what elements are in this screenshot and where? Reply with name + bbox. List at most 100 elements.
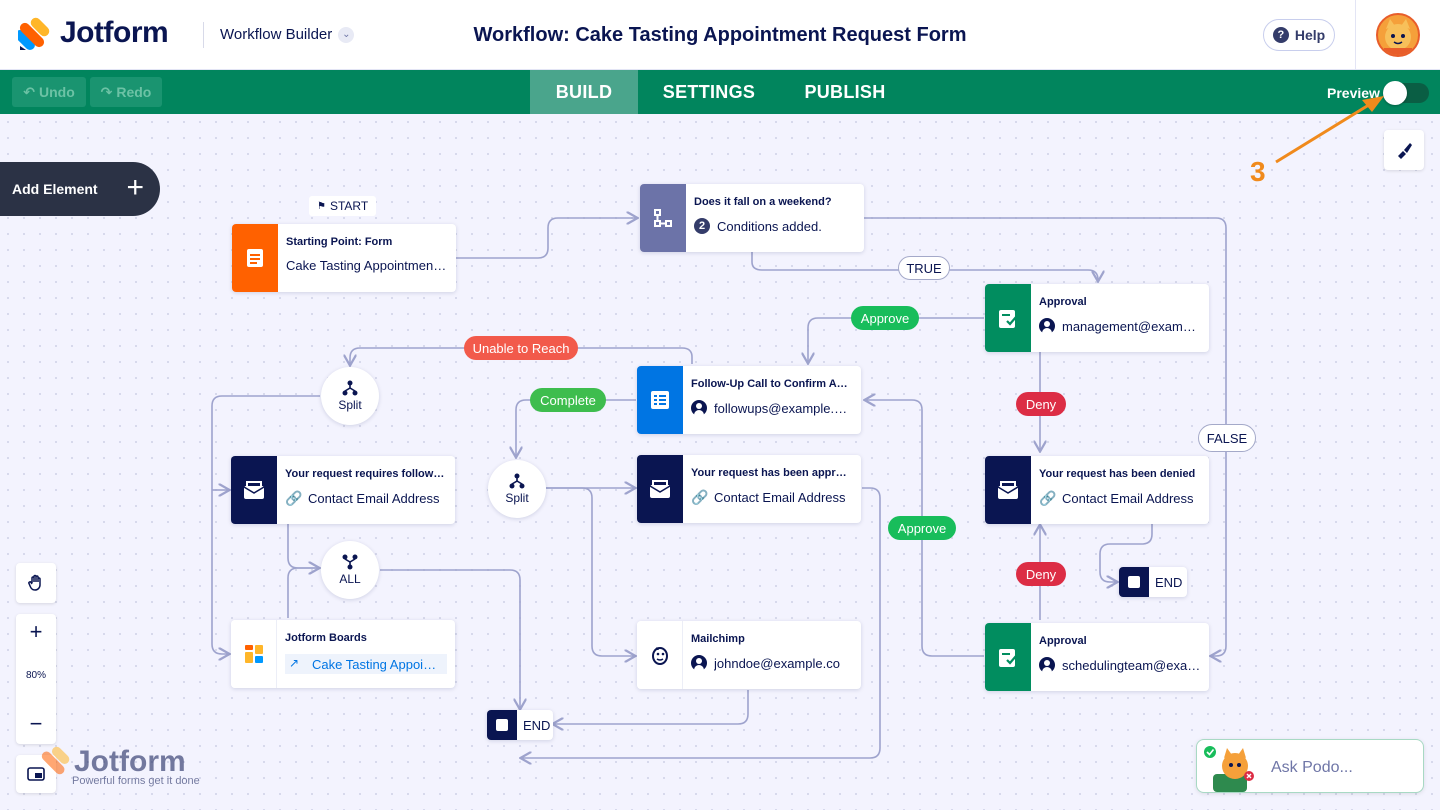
jotform-logo-icon — [15, 16, 50, 50]
end-node[interactable]: END — [1119, 567, 1187, 597]
undo-label: Undo — [38, 84, 75, 100]
approval-icon — [985, 623, 1031, 691]
split-icon — [509, 473, 525, 489]
node-subtitle-text: management@example.com — [1062, 318, 1201, 334]
workflow-builder-dropdown[interactable]: Workflow Builder ⌄ — [220, 26, 355, 43]
tab-publish[interactable]: PUBLISH — [804, 81, 886, 102]
chevron-down-icon: ⌄ — [338, 26, 355, 43]
user-icon — [691, 400, 707, 416]
zoom-level: 80% — [25, 670, 46, 681]
merge-all-node[interactable]: ALL — [321, 541, 379, 599]
node-subtitle: 🔗Contact Email Address — [285, 490, 447, 506]
split-label: Split — [505, 491, 529, 505]
header-divider — [203, 22, 204, 48]
boards-link[interactable]: ↗Cake Tasting Appointment Request Form — [285, 654, 447, 674]
watermark-brand: Jotform — [74, 745, 186, 778]
split-node[interactable]: Split — [321, 367, 379, 425]
section-label: Workflow Builder — [220, 26, 333, 43]
deny-branch-label[interactable]: Deny — [1016, 392, 1066, 416]
email-follow-up-node[interactable]: Your request requires follow-up 🔗Contact… — [231, 456, 455, 524]
annotation-number: 3 — [1250, 156, 1266, 187]
approval-management-node[interactable]: Approval management@example.com — [985, 284, 1209, 352]
approve-branch-label[interactable]: Approve — [888, 516, 956, 540]
help-button[interactable]: ? Help — [1263, 19, 1335, 51]
email-approved-node[interactable]: Your request has been approved 🔗Contact … — [637, 455, 861, 523]
builder-toolbar: ↶ Undo ↷ Redo BUILD SETTINGS PUBLISH Pre… — [0, 70, 1440, 114]
preview-toggle[interactable] — [1383, 81, 1429, 105]
complete-branch-label[interactable]: Complete — [530, 388, 606, 412]
true-branch-label[interactable]: TRUE — [898, 256, 950, 280]
unable-to-reach-label[interactable]: Unable to Reach — [464, 336, 578, 360]
tab-build[interactable]: BUILD — [530, 70, 638, 114]
node-subtitle-text: Contact Email Address — [308, 490, 440, 506]
deny-branch-label[interactable]: Deny — [1016, 562, 1066, 586]
undo-icon: ↶ — [23, 83, 35, 100]
external-link-icon: ↗ — [289, 656, 300, 670]
node-subtitle-text: Cake Tasting Appointment Request Form — [286, 258, 448, 273]
end-node[interactable]: END — [487, 710, 553, 740]
help-label: Help — [1294, 27, 1326, 43]
node-subtitle-text: schedulingteam@example.com — [1062, 657, 1201, 673]
approve-branch-label[interactable]: Approve — [851, 306, 919, 330]
node-title: Your request has been denied — [1039, 468, 1196, 480]
preview-label: Preview — [1327, 85, 1380, 101]
node-subtitle-text: Contact Email Address — [714, 489, 846, 505]
split-node[interactable]: Split — [488, 460, 546, 518]
toggle-knob — [1383, 81, 1407, 105]
brush-icon — [1398, 143, 1412, 159]
form-icon — [232, 224, 278, 292]
jotform-logo[interactable]: Jotform — [15, 16, 169, 50]
mailchimp-node[interactable]: Mailchimp johndoe@example.co — [637, 621, 861, 689]
boards-icon — [231, 620, 277, 688]
redo-label: Redo — [116, 84, 152, 100]
ask-podo-widget[interactable]: Ask Podo... — [1196, 739, 1424, 793]
end-label: END — [523, 717, 551, 733]
false-branch-label[interactable]: FALSE — [1198, 424, 1256, 452]
node-title: Does it fall on a weekend? — [694, 196, 832, 208]
flag-icon: ⚑ — [317, 200, 326, 212]
node-subtitle: 🔗Contact Email Address — [1039, 490, 1201, 506]
node-subtitle: schedulingteam@example.com — [1039, 657, 1201, 673]
mailchimp-icon — [637, 621, 683, 689]
hand-icon — [28, 574, 41, 591]
node-subtitle: 🔗 Contact Email Address — [691, 489, 853, 505]
follow-up-call-node[interactable]: Follow-Up Call to Confirm Appointment fo… — [637, 366, 861, 434]
stop-icon — [487, 710, 517, 740]
pan-hand-button[interactable] — [16, 563, 56, 603]
theme-brush-button[interactable] — [1384, 130, 1424, 170]
email-icon — [637, 455, 683, 523]
jotform-watermark: Jotform Powerful forms get it done — [40, 745, 200, 787]
approval-scheduling-node[interactable]: Approval schedulingteam@example.com — [985, 623, 1209, 691]
merge-icon — [342, 554, 358, 570]
zoom-out-button[interactable]: − — [29, 711, 43, 736]
jotform-logo-icon — [41, 746, 70, 775]
start-label-text: START — [329, 199, 369, 213]
email-denied-node[interactable]: Your request has been denied 🔗Contact Em… — [985, 456, 1209, 524]
redo-icon: ↷ — [100, 83, 113, 100]
page-title: Workflow: Cake Tasting Appointment Reque… — [473, 24, 967, 46]
condition-count-badge: 2 — [694, 218, 710, 234]
node-title: Jotform Boards — [285, 632, 367, 644]
node-subtitle-text: followups@example.com — [714, 400, 853, 416]
tab-settings[interactable]: SETTINGS — [662, 81, 756, 102]
jotform-boards-node[interactable]: Jotform Boards ↗Cake Tasting Appointment… — [231, 620, 455, 688]
zoom-in-button[interactable]: + — [29, 619, 43, 644]
node-subtitle: management@example.com — [1039, 318, 1201, 334]
undo-button[interactable]: ↶ Undo — [12, 77, 86, 107]
app-header: Jotform Workflow Builder ⌄ Workflow: Cak… — [0, 0, 1440, 70]
user-avatar[interactable] — [1376, 13, 1420, 57]
node-title: Your request requires follow-up — [285, 468, 447, 480]
user-icon — [691, 655, 707, 671]
node-subtitle-text: johndoe@example.co — [714, 655, 840, 671]
redo-button[interactable]: ↷ Redo — [90, 77, 162, 107]
node-title: Follow-Up Call to Confirm Appointment — [691, 378, 853, 390]
starting-point-form-node[interactable]: Starting Point: Form Cake Tasting Appoin… — [232, 224, 456, 292]
link-icon: 🔗 — [691, 489, 709, 505]
start-label: ⚑ START — [309, 196, 377, 216]
stop-icon — [1119, 567, 1149, 597]
add-element-button[interactable]: Add Element + — [0, 162, 160, 216]
approval-icon — [985, 284, 1031, 352]
